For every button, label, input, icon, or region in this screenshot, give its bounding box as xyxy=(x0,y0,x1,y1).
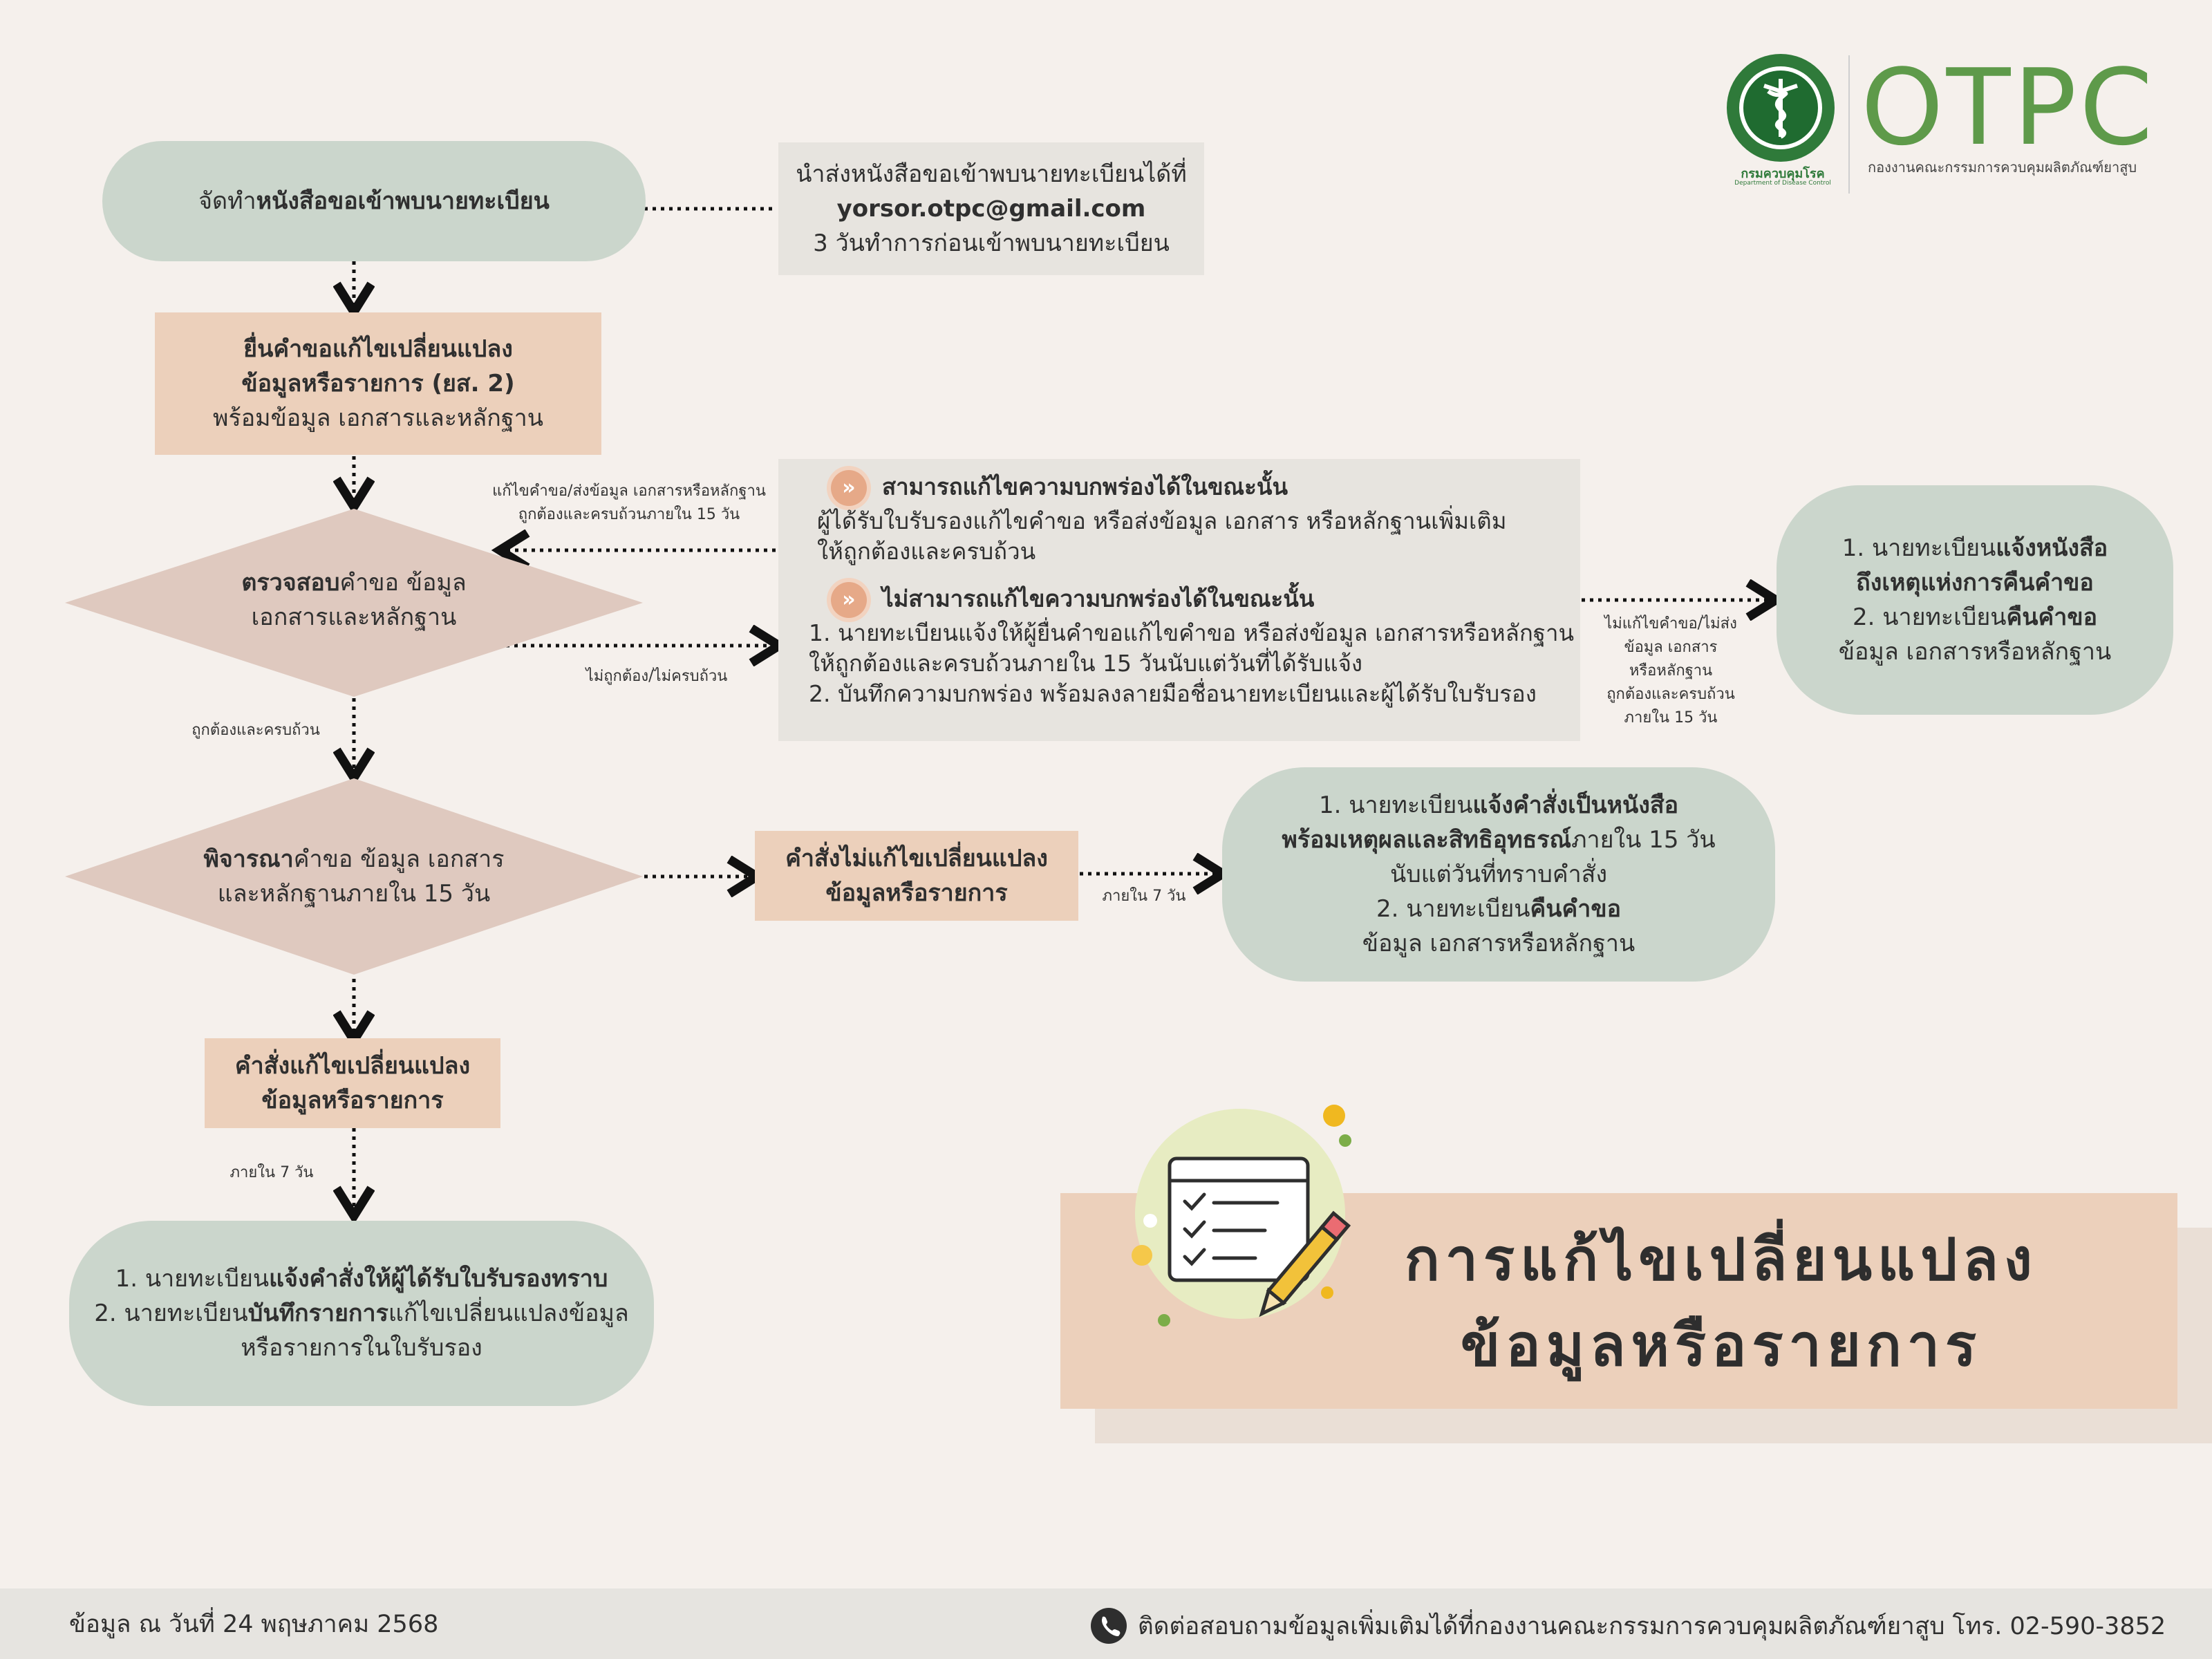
resubmit-line1: แก้ไขคำขอ/ส่งข้อมูล เอกสารหรือหลักฐาน xyxy=(492,482,766,500)
edge-label-no-resubmit: ไม่แก้ไขคำขอ/ไม่ส่ง ข้อมูล เอกสาร หรือหล… xyxy=(1583,612,1759,730)
d2-line2: และหลักฐานภายใน 15 วัน xyxy=(217,880,491,908)
n1-bold: หนังสือขอเข้าพบนายทะเบียน xyxy=(256,187,550,215)
r1-l3-pre: 2. นายทะเบียน xyxy=(1852,603,2007,631)
diamond-consider xyxy=(65,778,643,975)
r2-l4-bold: คืนคำขอ xyxy=(1530,895,1622,923)
noresub-l3: หรือหลักฐาน xyxy=(1629,662,1713,679)
title-text: การแก้ไขเปลี่ยนแปลง ข้อมูลหรือรายการ xyxy=(1341,1217,2101,1388)
box-heading-1: » สามารถแก้ไขความบกพร่องได้ในขณะนั้น xyxy=(831,470,1566,506)
seal-subtext: Department of Disease Control xyxy=(1734,180,1831,187)
ddc-seal-icon xyxy=(1727,54,1835,162)
node-notify-reject: 1. นายทะเบียนแจ้งคำสั่งเป็นหนังสือ พร้อม… xyxy=(1222,767,1775,982)
r2-l3: นับแต่วันที่ทราบคำสั่ง xyxy=(1389,861,1608,888)
fin-l2-rest: แก้ไขเปลี่ยนแปลงข้อมูล xyxy=(388,1300,629,1327)
ok-text: ถูกต้องและครบถ้วน xyxy=(191,722,320,739)
r2-l4-pre: 2. นายทะเบียน xyxy=(1376,895,1530,923)
noresub-l1: ไม่แก้ไขคำขอ/ไม่ส่ง xyxy=(1604,615,1737,632)
logo-divider xyxy=(1848,55,1850,194)
n2-line3: พร้อมข้อมูล เอกสารและหลักฐาน xyxy=(213,404,543,432)
brand-subtitle: กองงานคณะกรรมการควบคุมผลิตภัณฑ์ยาสูบ xyxy=(1868,159,2137,176)
node-final-notify: 1. นายทะเบียนแจ้งคำสั่งให้ผู้ได้รับใบรับ… xyxy=(69,1221,654,1406)
node-approve-order: คำสั่งแก้ไขเปลี่ยนแปลง ข้อมูลหรือรายการ xyxy=(205,1038,500,1128)
note1-line1: นำส่งหนังสือขอเข้าพบนายทะเบียนได้ที่ xyxy=(796,160,1187,188)
edge-label-ok: ถูกต้องและครบถ้วน xyxy=(173,719,339,742)
note1-line3: 3 วันทำการก่อนเข้าพบนายทะเบียน xyxy=(813,229,1170,257)
box-heading-2: » ไม่สามารถแก้ไขความบกพร่องได้ในขณะนั้น xyxy=(831,582,1566,618)
d2-bold: พิจารณา xyxy=(203,845,294,873)
node-submit-request: ยื่นคำขอแก้ไขเปลี่ยนแปลง ข้อมูลหรือรายกา… xyxy=(155,312,601,455)
fin-l2-bold: บันทึกรายการ xyxy=(247,1300,388,1327)
node-reject-order: คำสั่งไม่แก้ไขเปลี่ยนแปลง ข้อมูลหรือรายก… xyxy=(755,831,1078,921)
not-ok-text: ไม่ถูกต้อง/ไม่ครบถ้วน xyxy=(585,668,728,685)
title-line2: ข้อมูลหรือรายการ xyxy=(1460,1311,1983,1379)
fin-l2-pre: 2. นายทะเบียน xyxy=(94,1300,248,1327)
n2-line2: ข้อมูลหรือรายการ (ยส. 2) xyxy=(241,370,515,397)
box-p1-line2: ให้ถูกต้องและครบถ้วน xyxy=(817,538,1036,565)
note-submit-letter: นำส่งหนังสือขอเข้าพบนายทะเบียนได้ที่ yor… xyxy=(778,142,1204,275)
d1-line2: เอกสารและหลักฐาน xyxy=(251,603,457,631)
reject-l1: คำสั่งไม่แก้ไขเปลี่ยนแปลง xyxy=(785,845,1048,872)
d1-bold: ตรวจสอบ xyxy=(241,569,340,597)
approve-l1: คำสั่งแก้ไขเปลี่ยนแปลง xyxy=(234,1052,471,1080)
r2-l2-bold: พร้อมเหตุผลและสิทธิอุทธรณ์ xyxy=(1282,826,1572,854)
r1-l4: ข้อมูล เอกสารหรือหลักฐาน xyxy=(1838,638,2112,666)
node-return-request: 1. นายทะเบียนแจ้งหนังสือ ถึงเหตุแห่งการค… xyxy=(1777,485,2173,715)
fin-l3: หรือรายการในใบรับรอง xyxy=(241,1334,482,1362)
fin-l1-pre: 1. นายทะเบียน xyxy=(115,1265,270,1293)
diamond-consider-text: พิจารณาคำขอ ข้อมูล เอกสาร และหลักฐานภายใ… xyxy=(138,842,570,911)
box-p2-line1: 1. นายทะเบียนแจ้งให้ผู้ยื่นคำขอแก้ไขคำขอ… xyxy=(809,619,1575,646)
d1-rest: คำขอ ข้อมูล xyxy=(339,569,467,597)
diamond-check xyxy=(65,509,643,697)
box-p2-line2: ให้ถูกต้องและครบถ้วนภายใน 15 วันนับแต่วั… xyxy=(809,650,1363,677)
approve-l2: ข้อมูลหรือรายการ xyxy=(261,1087,444,1114)
r1-l1-bold: แจ้งหนังสือ xyxy=(1996,534,2108,562)
box-h2-text: ไม่สามารถแก้ไขความบกพร่องได้ในขณะนั้น xyxy=(882,585,1315,612)
noresub-l4: ถูกต้องและครบถ้วน xyxy=(1606,686,1735,703)
r2-l2-rest: ภายใน 15 วัน xyxy=(1571,826,1716,854)
edge-label-not-ok: ไม่ถูกต้อง/ไม่ครบถ้วน xyxy=(546,665,767,688)
n1-pre: จัดทำ xyxy=(198,187,256,215)
r2-l1-pre: 1. นายทะเบียน xyxy=(1318,791,1473,819)
phone-icon xyxy=(1091,1608,1127,1644)
title-line1: การแก้ไขเปลี่ยนแปลง xyxy=(1405,1226,2038,1293)
diamond-check-text: ตรวจสอบคำขอ ข้อมูล เอกสารและหลักฐาน xyxy=(138,565,570,635)
noresub-l2: ข้อมูล เอกสาร xyxy=(1624,639,1718,656)
n2-line1: ยื่นคำขอแก้ไขเปลี่ยนแปลง xyxy=(243,335,513,363)
checklist-pencil-icon xyxy=(1132,1105,1351,1327)
edge-label-within7-a: ภายใน 7 วัน xyxy=(1092,885,1196,908)
logo: กรมควบคุมโรค Department of Disease Contr… xyxy=(1725,53,2168,205)
box-para-2: 1. นายทะเบียนแจ้งให้ผู้ยื่นคำขอแก้ไขคำขอ… xyxy=(809,618,1575,709)
chevron-right-icon: » xyxy=(831,582,867,618)
d2-rest: คำขอ ข้อมูล เอกสาร xyxy=(293,845,505,873)
r2-l5: ข้อมูล เอกสารหรือหลักฐาน xyxy=(1362,930,1635,957)
fin-l1-bold: แจ้งคำสั่งให้ผู้ได้รับใบรับรองทราบ xyxy=(269,1265,608,1293)
r2-l1-bold: แจ้งคำสั่งเป็นหนังสือ xyxy=(1472,791,1679,819)
footer-date-text: ข้อมูล ณ วันที่ 24 พฤษภาคม 2568 xyxy=(69,1611,439,1638)
edge-label-within7-b: ภายใน 7 วัน xyxy=(220,1161,324,1185)
footer-contact-text: ติดต่อสอบถามข้อมูลเพิ่มเติมได้ที่กองงานค… xyxy=(1138,1612,2166,1640)
brand-name: OTPC xyxy=(1861,46,2156,169)
deficiency-box: » สามารถแก้ไขความบกพร่องได้ในขณะนั้น ผู้ไ… xyxy=(778,459,1580,741)
footer-date: ข้อมูล ณ วันที่ 24 พฤษภาคม 2568 xyxy=(69,1608,438,1641)
box-p2-line3: 2. บันทึกความบกพร่อง พร้อมลงลายมือชื่อนา… xyxy=(809,680,1537,707)
box-h1-text: สามารถแก้ไขความบกพร่องได้ในขณะนั้น xyxy=(882,473,1288,500)
noresub-l5: ภายใน 15 วัน xyxy=(1624,709,1718,727)
footer-contact: ติดต่อสอบถามข้อมูลเพิ่มเติมได้ที่กองงานค… xyxy=(1089,1606,2166,1645)
reject-l2: ข้อมูลหรือรายการ xyxy=(825,879,1008,907)
edge-label-resubmit: แก้ไขคำขอ/ส่งข้อมูล เอกสารหรือหลักฐาน ถู… xyxy=(477,480,781,527)
within7b-text: ภายใน 7 วัน xyxy=(229,1164,314,1181)
note1-email: yorsor.otpc@gmail.com xyxy=(836,195,1146,223)
box-para-1: ผู้ได้รับใบรับรองแก้ไขคำขอ หรือส่งข้อมูล… xyxy=(817,506,1566,567)
chevron-right-icon: » xyxy=(831,470,867,506)
within7a-text: ภายใน 7 วัน xyxy=(1102,888,1186,905)
r1-l1-pre: 1. นายทะเบียน xyxy=(1841,534,1996,562)
r1-l2: ถึงเหตุแห่งการคืนคำขอ xyxy=(1856,569,2094,597)
resubmit-line2: ถูกต้องและครบถ้วนภายใน 15 วัน xyxy=(518,506,740,523)
r1-l3-bold: คืนคำขอ xyxy=(2006,603,2098,631)
box-p1-line1: ผู้ได้รับใบรับรองแก้ไขคำขอ หรือส่งข้อมูล… xyxy=(817,507,1507,534)
node-prepare-letter: จัดทำหนังสือขอเข้าพบนายทะเบียน xyxy=(102,141,646,261)
seal-text: กรมควบคุมโรค xyxy=(1741,167,1825,181)
